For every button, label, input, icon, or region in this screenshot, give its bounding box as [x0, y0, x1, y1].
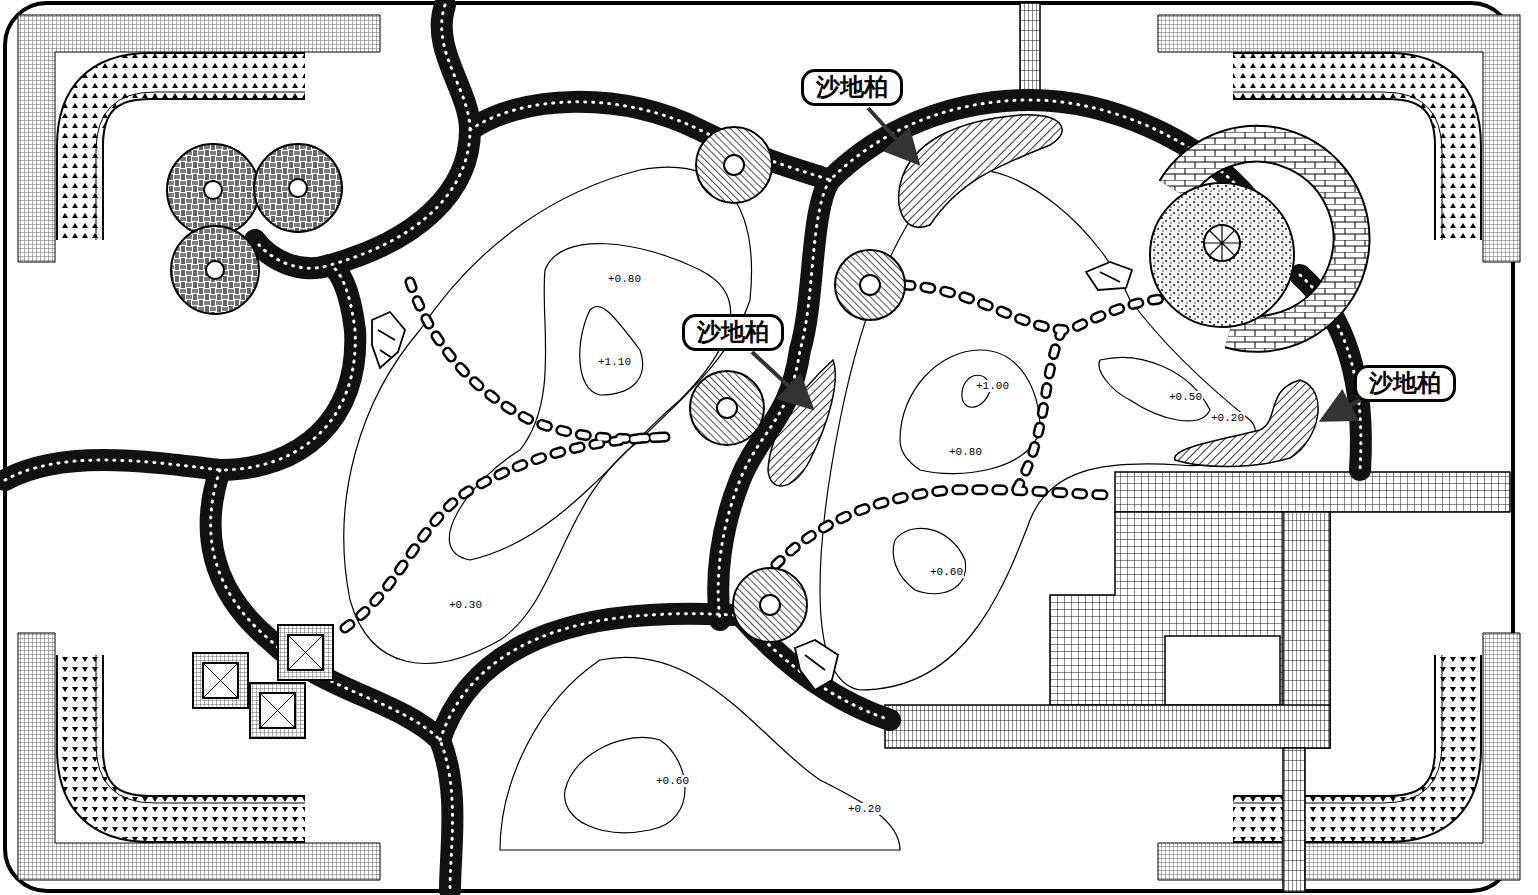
elevation-label: +0.60 — [929, 566, 964, 578]
elevation-label: +0.30 — [448, 599, 483, 611]
plant-name: 沙地柏 — [816, 73, 888, 101]
elevation-label: +1.00 — [975, 380, 1010, 392]
plant-name: 沙地柏 — [1369, 369, 1441, 397]
elevation-label: +0.50 — [1168, 391, 1203, 403]
elevation-label: +0.20 — [1210, 412, 1245, 424]
plant-callout: 沙地柏 — [682, 314, 784, 351]
elevation-label: +0.80 — [948, 446, 983, 458]
elevation-label: +1.10 — [597, 356, 632, 368]
elevation-label: +0.60 — [655, 775, 690, 787]
plant-name: 沙地柏 — [697, 318, 769, 346]
plant-callout: 沙地柏 — [801, 69, 903, 106]
elevation-label: +0.80 — [607, 273, 642, 285]
elevation-label: +0.20 — [847, 803, 882, 815]
plant-callout: 沙地柏 — [1354, 365, 1456, 402]
